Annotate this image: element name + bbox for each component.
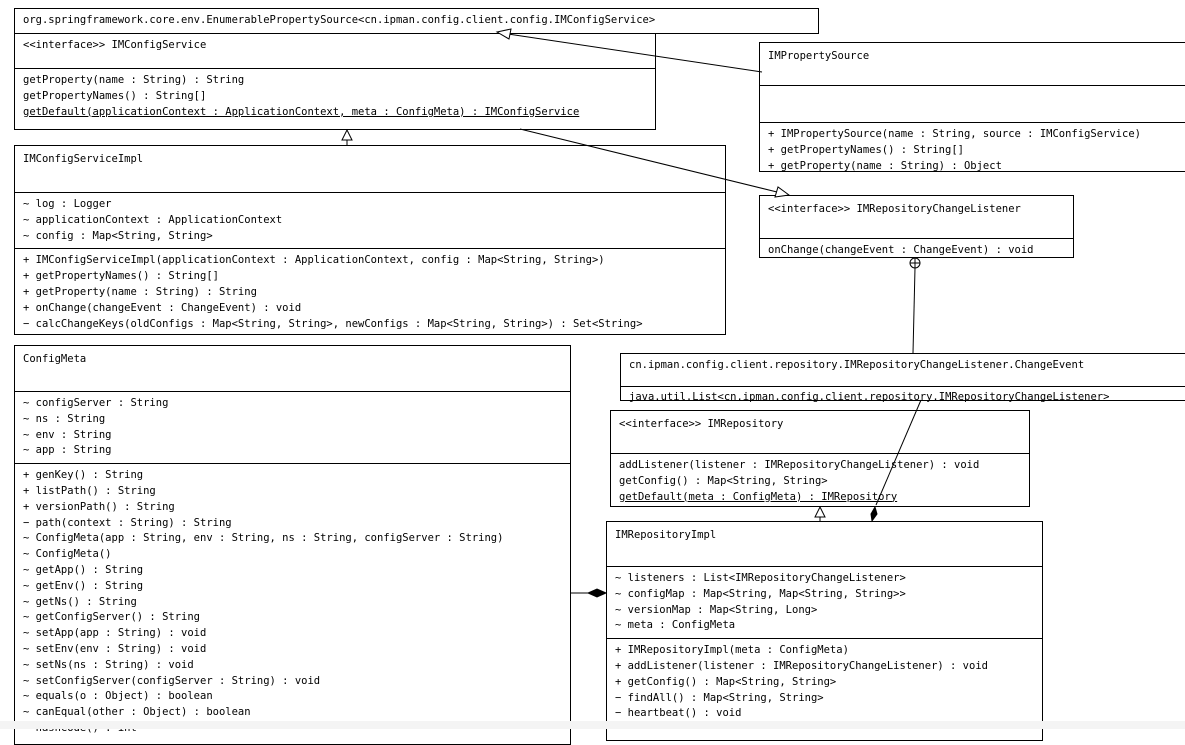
class-im-repository-impl[interactable]: IMRepositoryImpl ~ listeners : List<IMRe… — [606, 521, 1043, 741]
method-item: getConfig() : Map<String, String> — [619, 474, 828, 487]
class-title: cn.ipman.config.client.repository.IMRepo… — [629, 359, 1085, 371]
field-item: ~ listeners : List<IMRepositoryChangeLis… — [615, 572, 906, 584]
method-item: + IMRepositoryImpl(meta : ConfigMeta) — [615, 644, 849, 657]
class-title: org.springframework.core.env.EnumerableP… — [23, 14, 656, 26]
method-item: ~ ConfigMeta(app : String, env : String,… — [23, 532, 504, 545]
method-item: ~ ConfigMeta() — [23, 548, 112, 561]
field-item: java.util.List<cn.ipman.config.client.re… — [629, 391, 1110, 403]
method-item: addListener(listener : IMRepositoryChang… — [619, 459, 980, 471]
class-im-repository[interactable]: <<interface>> IMRepository addListener(l… — [610, 410, 1030, 507]
method-item: ~ setEnv(env : String) : void — [23, 642, 207, 655]
method-item: ~ getApp() : String — [23, 563, 144, 576]
class-im-config-service[interactable]: <<interface>> IMConfigService getPropert… — [14, 33, 656, 130]
class-config-meta[interactable]: ConfigMeta ~ configServer : String ~ ns … — [14, 345, 571, 745]
method-item: + getPropertyNames() : String[] — [23, 270, 219, 283]
class-title: IMPropertySource — [768, 50, 870, 62]
method-item: ~ setNs(ns : String) : void — [23, 658, 194, 671]
method-item: − calcChangeKeys(oldConfigs : Map<String… — [23, 317, 643, 330]
method-item: + listPath() : String — [23, 484, 156, 497]
method-item: + IMPropertySource(name : String, source… — [768, 128, 1141, 140]
method-item: + getPropertyNames() : String[] — [768, 143, 964, 156]
method-item: getProperty(name : String) : String — [23, 74, 245, 86]
field-item: ~ ns : String — [23, 412, 106, 425]
method-item: + IMConfigServiceImpl(applicationContext… — [23, 254, 605, 267]
filled-diamond — [586, 588, 608, 598]
field-item: ~ config : Map<String, String> — [23, 229, 213, 242]
class-title: <<interface>> IMRepositoryChangeListener — [768, 203, 1021, 215]
method-item: getDefault(applicationContext : Applicat… — [23, 105, 580, 118]
method-item: ~ getEnv() : String — [23, 579, 144, 592]
method-item: − findAll() : Map<String, String> — [615, 691, 824, 704]
method-item: + versionPath() : String — [23, 500, 175, 513]
method-item: getPropertyNames() : String[] — [23, 89, 207, 102]
method-item: ~ canEqual(other : Object) : boolean — [23, 706, 251, 719]
class-im-config-service-impl[interactable]: IMConfigServiceImpl ~ log : Logger ~ app… — [14, 145, 726, 335]
field-item: ~ applicationContext : ApplicationContex… — [23, 213, 283, 226]
class-title: ConfigMeta — [23, 353, 87, 365]
method-item: + getProperty(name : String) : Object — [768, 159, 1002, 172]
class-title: <<interface>> IMRepository — [619, 418, 784, 430]
field-item: ~ versionMap : Map<String, Long> — [615, 603, 818, 616]
class-title: <<interface>> IMConfigService — [23, 39, 207, 51]
method-item: onChange(changeEvent : ChangeEvent) : vo… — [768, 244, 1034, 256]
method-item: + getProperty(name : String) : String — [23, 285, 257, 298]
class-title: IMConfigServiceImpl — [23, 153, 144, 165]
method-item: getDefault(meta : ConfigMeta) : IMReposi… — [619, 490, 898, 503]
field-item: ~ log : Logger — [23, 198, 112, 210]
method-item: + addListener(listener : IMRepositoryCha… — [615, 659, 988, 672]
edge-changeevent-nested-in-listener — [912, 267, 916, 354]
method-item: + getConfig() : Map<String, String> — [615, 675, 837, 688]
method-item: − heartbeat() : void — [615, 707, 742, 720]
field-item: ~ meta : ConfigMeta — [615, 619, 736, 632]
class-im-repository-change-listener[interactable]: <<interface>> IMRepositoryChangeListener… — [759, 195, 1074, 258]
method-item: ~ getConfigServer() : String — [23, 611, 201, 624]
class-enumerable-property-source[interactable]: org.springframework.core.env.EnumerableP… — [14, 8, 819, 34]
canvas-bottom-strip — [0, 721, 1185, 729]
field-item: ~ configMap : Map<String, Map<String, St… — [615, 587, 906, 600]
class-im-property-source[interactable]: IMPropertySource + IMPropertySource(name… — [759, 42, 1185, 172]
field-item: ~ app : String — [23, 444, 112, 457]
method-item: ~ getNs() : String — [23, 595, 137, 608]
field-item: ~ configServer : String — [23, 397, 169, 409]
method-item: ~ setConfigServer(configServer : String)… — [23, 674, 321, 687]
method-item: + genKey() : String — [23, 469, 144, 482]
method-item: ~ setApp(app : String) : void — [23, 627, 207, 640]
method-item: + onChange(changeEvent : ChangeEvent) : … — [23, 301, 302, 314]
class-title: IMRepositoryImpl — [615, 529, 717, 541]
field-item: ~ env : String — [23, 428, 112, 441]
method-item: ~ equals(o : Object) : boolean — [23, 690, 213, 703]
empty-fields-section — [760, 85, 1185, 122]
class-change-event[interactable]: cn.ipman.config.client.repository.IMRepo… — [620, 353, 1185, 403]
hollow-arrowhead — [341, 128, 353, 141]
method-item: − path(context : String) : String — [23, 516, 232, 529]
